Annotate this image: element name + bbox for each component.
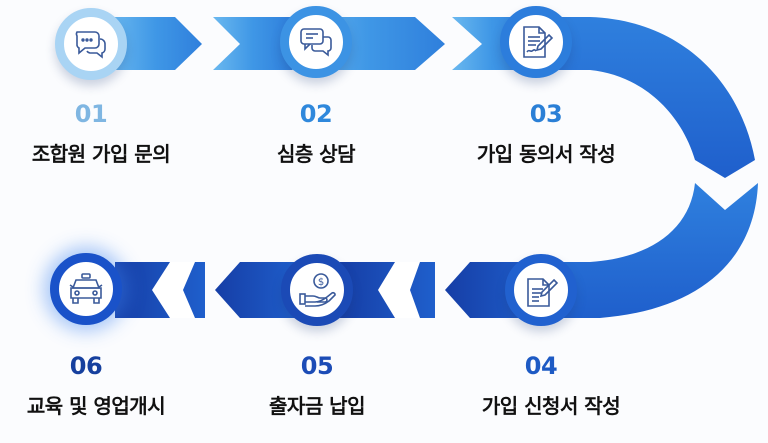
- step-04-number: 04: [524, 352, 558, 380]
- document-pen-icon: [527, 278, 559, 307]
- hand-coin-icon: $: [299, 273, 336, 307]
- curve-arrow-lower: [545, 183, 758, 318]
- step-04-label: 가입 신청서 작성: [481, 394, 621, 418]
- step-04-circle: [505, 254, 577, 326]
- step-03-circle: [500, 6, 572, 78]
- step-06-number: 06: [69, 352, 103, 380]
- step-01-circle: [55, 8, 127, 80]
- message-bubbles-icon: [300, 28, 332, 57]
- arrow-05-chevron-b: [378, 262, 420, 318]
- step-02-number: 02: [299, 100, 333, 128]
- arrow-06-chevron-b: [152, 262, 195, 318]
- curve-arrow-upper: [520, 17, 755, 178]
- taxi-icon: [69, 273, 103, 304]
- chat-bubbles-icon: [75, 31, 106, 59]
- step-01-number: 01: [74, 100, 108, 128]
- step-05-label: 출자금 납입: [269, 394, 365, 418]
- svg-text:$: $: [318, 277, 324, 288]
- step-03-label: 가입 동의서 작성: [476, 142, 616, 166]
- step-02-label: 심층 상담: [276, 142, 356, 166]
- step-06-label: 교육 및 영업개시: [26, 394, 166, 418]
- step-01-label: 조합원 가입 문의: [31, 142, 171, 166]
- step-02-circle: [280, 6, 352, 78]
- arrow-01-02: [110, 17, 202, 70]
- step-03-number: 03: [529, 100, 563, 128]
- arrow-05-06: [215, 262, 300, 318]
- step-06-circle: [50, 253, 122, 325]
- document-signature-icon: [523, 26, 554, 58]
- step-05-number: 05: [300, 352, 334, 380]
- step-05-circle: $: [281, 254, 353, 326]
- arrow-02-chevron-a: [213, 17, 292, 70]
